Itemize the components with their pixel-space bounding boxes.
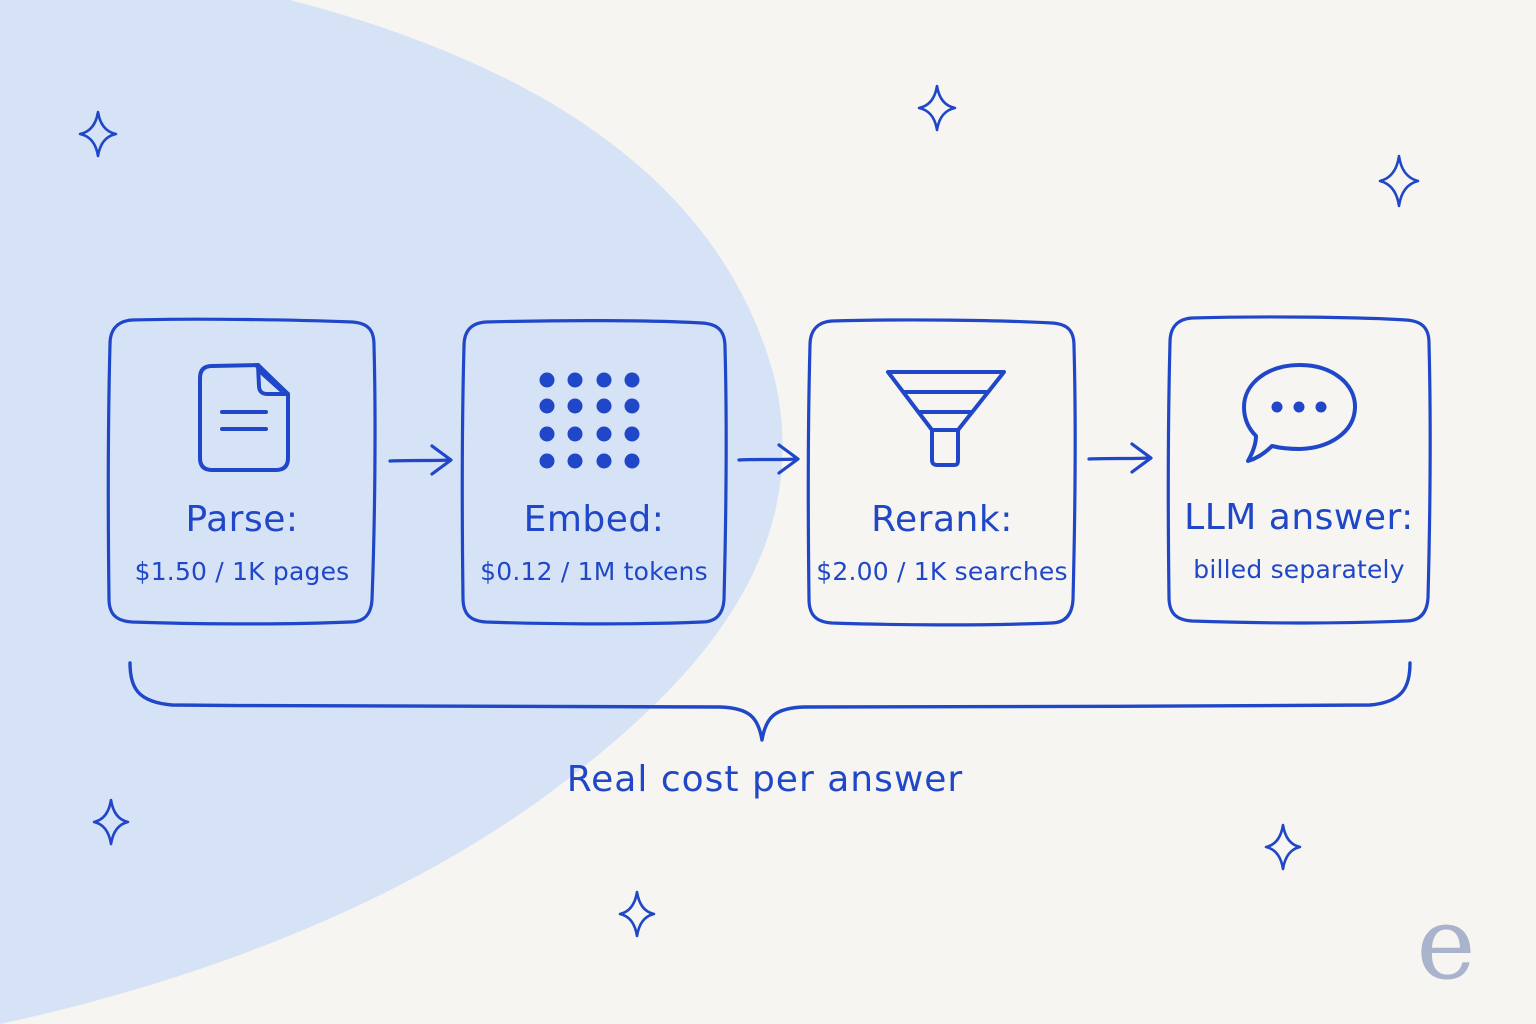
cost-caption: Real cost per answer: [567, 759, 963, 800]
step-cost-parse: $1.50 / 1K pages: [135, 557, 350, 586]
sparkle-icon: [618, 890, 656, 938]
step-title-llm-answer: LLM answer:: [1184, 497, 1414, 538]
arrow-icon: [1087, 442, 1153, 474]
step-cost-rerank: $2.00 / 1K searches: [816, 557, 1067, 586]
arrow-icon: [737, 443, 800, 475]
step-box-llm-answer: [1166, 315, 1432, 625]
step-title-parse: Parse:: [186, 499, 299, 540]
sparkle-icon: [917, 84, 957, 132]
sparkle-icon: [92, 798, 130, 846]
background-blob: [0, 0, 783, 1024]
step-box-embed: [460, 319, 728, 626]
dot-grid-icon: [539, 372, 640, 469]
curly-brace: [128, 661, 1412, 742]
sparkle-icon: [78, 110, 118, 158]
step-box-rerank: [806, 318, 1077, 627]
chat-bubble-icon: [1242, 363, 1358, 463]
sparkle-icon: [1264, 823, 1302, 871]
step-box-parse: [106, 317, 377, 626]
step-cost-embed: $0.12 / 1M tokens: [480, 557, 708, 586]
step-title-rerank: Rerank:: [871, 499, 1013, 540]
sparkle-icon: [1378, 154, 1420, 208]
step-title-embed: Embed:: [524, 499, 665, 540]
step-cost-llm-answer: billed separately: [1193, 555, 1404, 584]
brand-logo: e: [1416, 885, 1475, 1002]
arrow-icon: [388, 444, 453, 476]
document-icon: [198, 363, 290, 472]
funnel-icon: [886, 370, 1006, 467]
